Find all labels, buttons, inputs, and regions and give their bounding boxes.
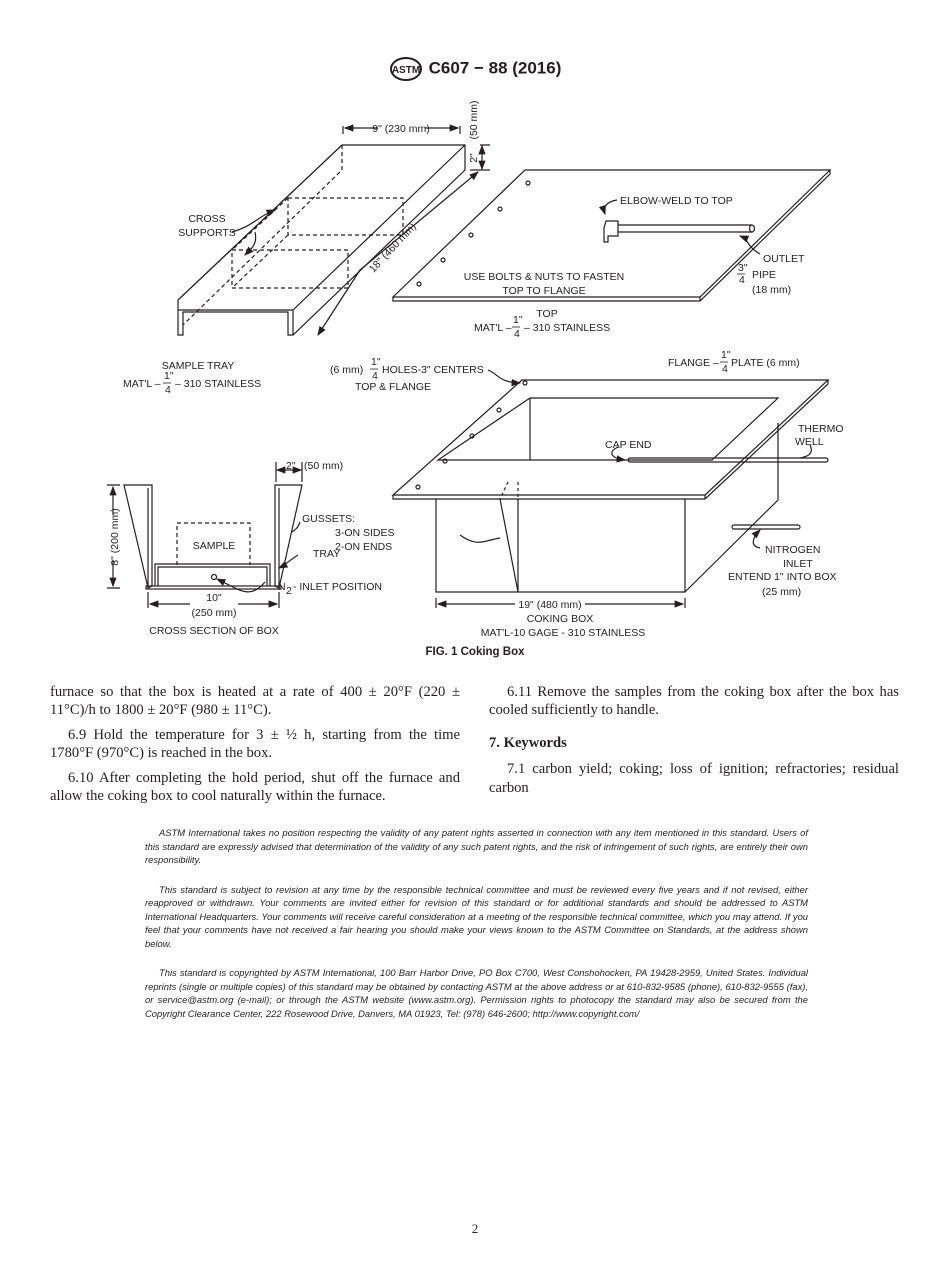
label-pipe-mm: (18 mm) [752, 284, 791, 296]
section-width-mm: (250 mm) [192, 607, 237, 619]
label-pipe: PIPE [752, 269, 776, 281]
tray-height-mm: (50 mm) [468, 100, 480, 139]
section-gusset-width: 2" [286, 460, 296, 472]
label-well: WELL [795, 436, 824, 448]
page-header: ASTM C607 − 88 (2016) [0, 56, 950, 82]
label-n2: N [278, 581, 286, 593]
holes-line2: TOP & FLANGE [355, 381, 431, 393]
frac-num: 1" [164, 370, 174, 382]
legal-notes: ASTM International takes no position res… [145, 826, 808, 1036]
paragraph-6-9: 6.9 Hold the temperature for 3 ± ½ h, st… [50, 726, 460, 762]
body-left-column: furnace so that the box is heated at a r… [50, 683, 460, 811]
frac-num: 1" [371, 356, 381, 368]
label-supports: SUPPORTS [178, 227, 236, 239]
label-nitrogen: NITROGEN [765, 544, 820, 556]
section-height-dim: 8" (200 mm) [109, 508, 121, 565]
tray-height-in: 2" [468, 153, 480, 163]
flange-pre: FLANGE – [668, 357, 719, 369]
frac-den: 4 [372, 370, 378, 382]
tray-width-dim: 9" (230 mm) [372, 123, 429, 135]
astm-logo-icon: ASTM [389, 57, 422, 81]
holes-post: HOLES-3" CENTERS [382, 364, 484, 376]
figure-caption: FIG. 1 Coking Box [425, 646, 525, 658]
cross-section-drawing [107, 462, 303, 608]
tray-material-post: – 310 STAINLESS [175, 378, 261, 390]
frac-num: 1" [721, 349, 731, 361]
label-tray: TRAY [313, 548, 340, 560]
top-material-post: – 310 STAINLESS [524, 322, 610, 334]
paragraph-6-10: 6.10 After completing the hold period, s… [50, 769, 460, 805]
flange-post: PLATE (6 mm) [731, 357, 800, 369]
label-cross: CROSS [188, 213, 225, 225]
label-fasten-1: USE BOLTS & NUTS TO FASTEN [464, 271, 624, 283]
frac-num: 1" [513, 314, 523, 326]
label-coking-box: COKING BOX [527, 613, 594, 625]
tray-length-dim: 18" (460 mm) [367, 221, 419, 275]
label-cross-section: CROSS SECTION OF BOX [149, 625, 279, 637]
label-top: TOP [536, 308, 557, 320]
label-inlet: INLET [783, 558, 813, 570]
label-n2-sub: 2 [286, 585, 292, 597]
label-thermo: THERMO [798, 423, 844, 435]
box-length-dim: 19" (480 mm) [518, 599, 581, 611]
coking-box-drawing [391, 369, 830, 608]
label-sample-tray: SAMPLE TRAY [162, 360, 235, 372]
pipe-frac-den: 4 [739, 274, 745, 286]
top-material-pre: MAT'L – [474, 322, 512, 334]
label-outlet: OUTLET [763, 253, 805, 265]
page-number: 2 [471, 1221, 479, 1236]
body-right-column: 6.11 Remove the samples from the coking … [489, 683, 899, 803]
label-elbow: ELBOW-WELD TO TOP [620, 195, 733, 207]
paragraph-7-1: 7.1 carbon yield; coking; loss of igniti… [489, 761, 899, 796]
frac-den: 4 [165, 384, 171, 396]
keywords-heading: 7. Keywords [489, 734, 567, 751]
figure-coking-box: 9" (230 mm) (50 mm) 2" 18" (460 mm) CROS… [107, 100, 844, 658]
top-plate-drawing [391, 169, 832, 302]
paragraph-6-11: 6.11 Remove the samples from the coking … [489, 684, 899, 719]
box-material: MAT'L-10 GAGE - 310 STAINLESS [481, 627, 645, 639]
note-patent: ASTM International takes no position res… [145, 827, 808, 865]
tray-material-pre: MAT'L – [123, 378, 161, 390]
svg-text:ASTM: ASTM [391, 65, 419, 76]
section-gusset-mm: (50 mm) [304, 460, 343, 472]
sample-tray-drawing [177, 124, 490, 337]
holes-pre: (6 mm) [330, 364, 363, 376]
label-extend: ENTEND 1" INTO BOX [728, 571, 837, 583]
note-revision: This standard is subject to revision at … [145, 883, 808, 949]
label-cap-end: CAP END [605, 439, 652, 451]
label-25mm: (25 mm) [762, 586, 801, 598]
label-sample: SAMPLE [193, 540, 236, 552]
label-fasten-2: TOP TO FLANGE [502, 285, 585, 297]
paragraph-6-8-cont: furnace so that the box is heated at a r… [50, 684, 460, 719]
frac-den: 4 [514, 328, 520, 340]
label-ends: 2-ON ENDS [335, 541, 392, 553]
frac-den: 4 [722, 363, 728, 375]
section-width-in: 10" [206, 592, 222, 604]
note-copyright: This standard is copyrighted by ASTM Int… [145, 967, 808, 1019]
label-gussets: GUSSETS: [302, 513, 355, 525]
standard-designation: C607 − 88 (2016) [428, 58, 562, 78]
label-sides: 3-ON SIDES [335, 527, 395, 539]
label-inlet-position: - INLET POSITION [290, 581, 382, 593]
pipe-frac-num: 3" [738, 262, 748, 274]
